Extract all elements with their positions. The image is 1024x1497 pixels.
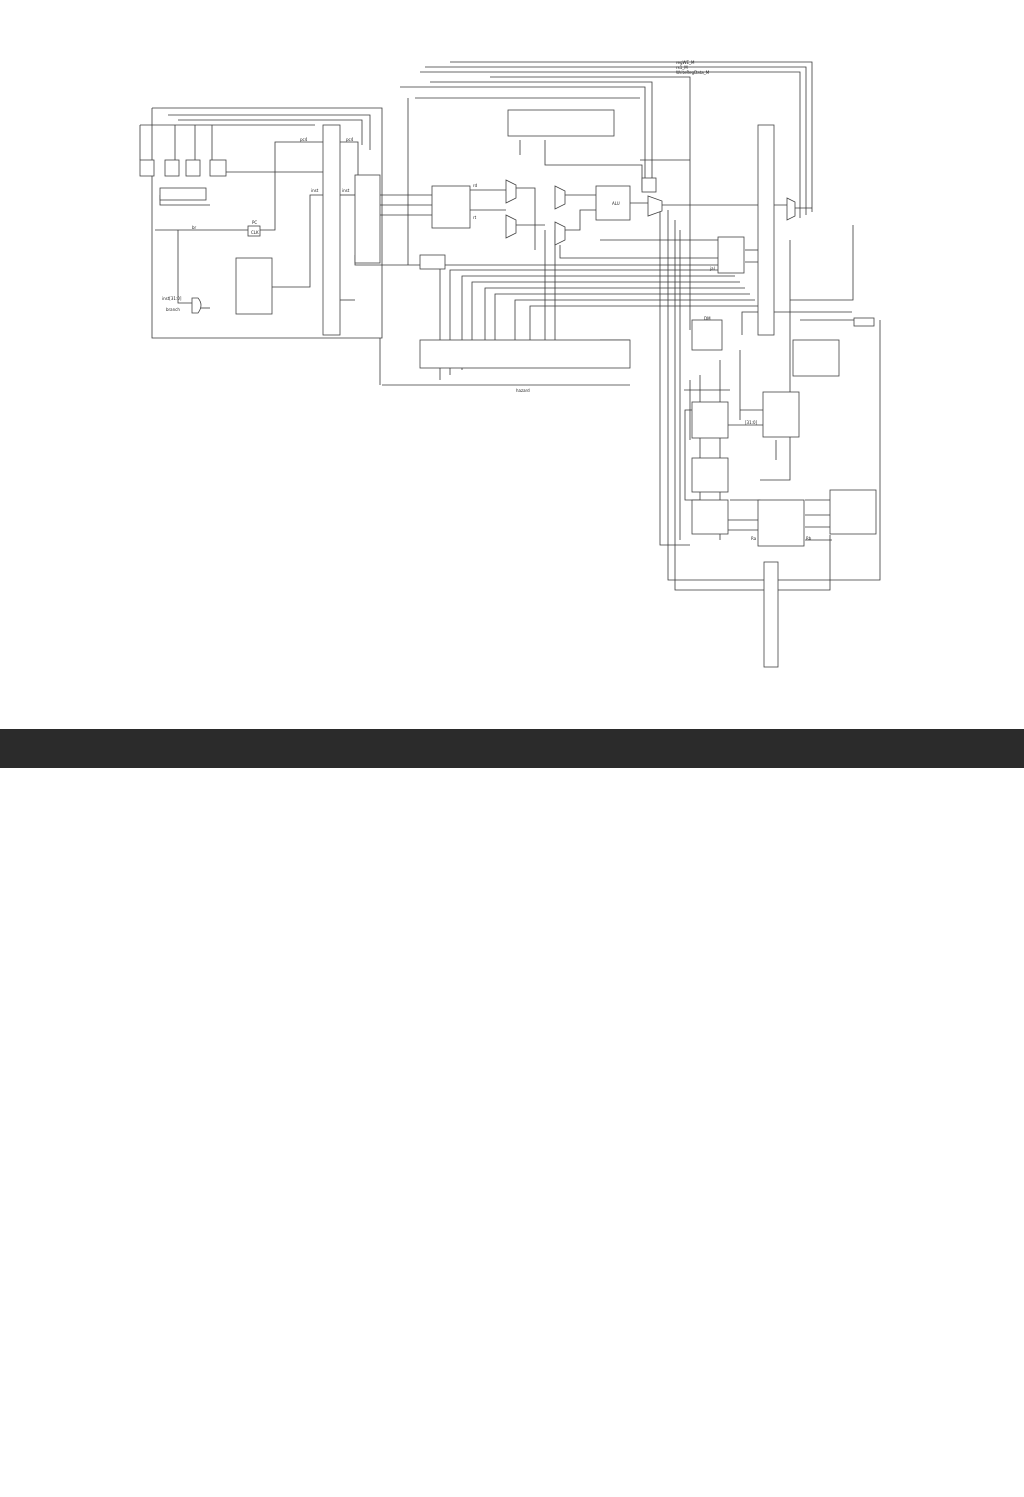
mem-block-c xyxy=(691,457,729,493)
forwarding-unit-block xyxy=(717,236,745,274)
mem-block-b xyxy=(762,391,800,438)
ex-mem-register xyxy=(757,124,775,336)
wb-block-a xyxy=(691,499,729,535)
mux-4 xyxy=(554,221,566,246)
id-ex-register xyxy=(419,339,631,369)
label-rt: rt xyxy=(473,215,477,220)
wb-block-c xyxy=(829,489,877,535)
label-instr-slice: inst[31:0] xyxy=(162,296,182,301)
small-block-3 xyxy=(185,159,201,177)
mux-6 xyxy=(786,197,796,221)
hazard-block xyxy=(691,319,723,351)
brand-logo-lab: LAB xyxy=(128,1481,165,1497)
footer-bar: CIRCUIT LAB brianwu0123 / MIPS_CP1v1 htt… xyxy=(0,729,1024,1497)
schematic-canvas: regWE_M rs1_M WriteRegData_M pc4 pc4 ins… xyxy=(139,60,881,668)
project-url[interactable]: http://circuitlab.com/c2d7ynw xyxy=(218,1479,428,1495)
author-name[interactable]: brianwu0123 xyxy=(218,1460,310,1476)
and-gate xyxy=(191,297,202,314)
pipeline-register-block xyxy=(507,109,615,137)
project-title: brianwu0123 / MIPS_CP1v1 xyxy=(218,1460,419,1476)
circuit-wave-icon xyxy=(44,1483,124,1495)
label-inst-b: inst xyxy=(342,188,350,193)
label-pc4-b: pc4 xyxy=(346,137,354,142)
small-block-2 xyxy=(164,159,180,177)
label-dm-slice: [31:0] xyxy=(745,420,758,425)
pc-register xyxy=(247,225,261,237)
small-block-4 xyxy=(209,159,227,177)
label-regwe-m: regWE_M xyxy=(676,60,695,65)
wb-block-b xyxy=(757,499,805,547)
if-id-register xyxy=(322,124,341,336)
small-mux-right xyxy=(853,317,875,327)
project-name[interactable]: MIPS_CP1v1 xyxy=(323,1460,420,1476)
alu-block xyxy=(595,185,631,221)
label-rb: Rb xyxy=(806,536,812,541)
label-pc: PC xyxy=(252,220,257,225)
label-alu: ALU xyxy=(612,201,620,206)
mux-5 xyxy=(647,195,663,217)
label-jal: jal xyxy=(709,266,715,271)
label-hazard: hazard xyxy=(516,388,530,393)
label-inst-a: inst xyxy=(311,188,319,193)
mux-control-block xyxy=(641,177,657,193)
mux-3 xyxy=(554,185,566,210)
data-memory-block xyxy=(792,339,840,377)
label-ra: Ra xyxy=(751,536,757,541)
branch-logic-block xyxy=(159,187,207,201)
instruction-memory-block xyxy=(235,257,273,315)
mem-wb-register xyxy=(763,561,779,668)
title-separator: / xyxy=(309,1460,324,1476)
label-clk: CLK xyxy=(251,230,259,235)
label-rd: rd xyxy=(473,183,478,188)
label-br: br xyxy=(192,225,197,230)
control-unit-block xyxy=(354,174,381,264)
small-block-1 xyxy=(139,159,155,177)
label-pc4-a: pc4 xyxy=(300,137,308,142)
mux-2 xyxy=(505,214,517,239)
register-file-block xyxy=(431,185,471,229)
label-branch: branch xyxy=(166,307,180,312)
label-rs1-m: rs1_M xyxy=(676,65,688,70)
label-writeregdata-m: WriteRegData_M xyxy=(676,70,710,75)
mem-block-a xyxy=(691,401,729,439)
sign-extend-block xyxy=(419,254,446,270)
mux-1 xyxy=(505,179,517,204)
label-dm: DM xyxy=(704,316,711,321)
